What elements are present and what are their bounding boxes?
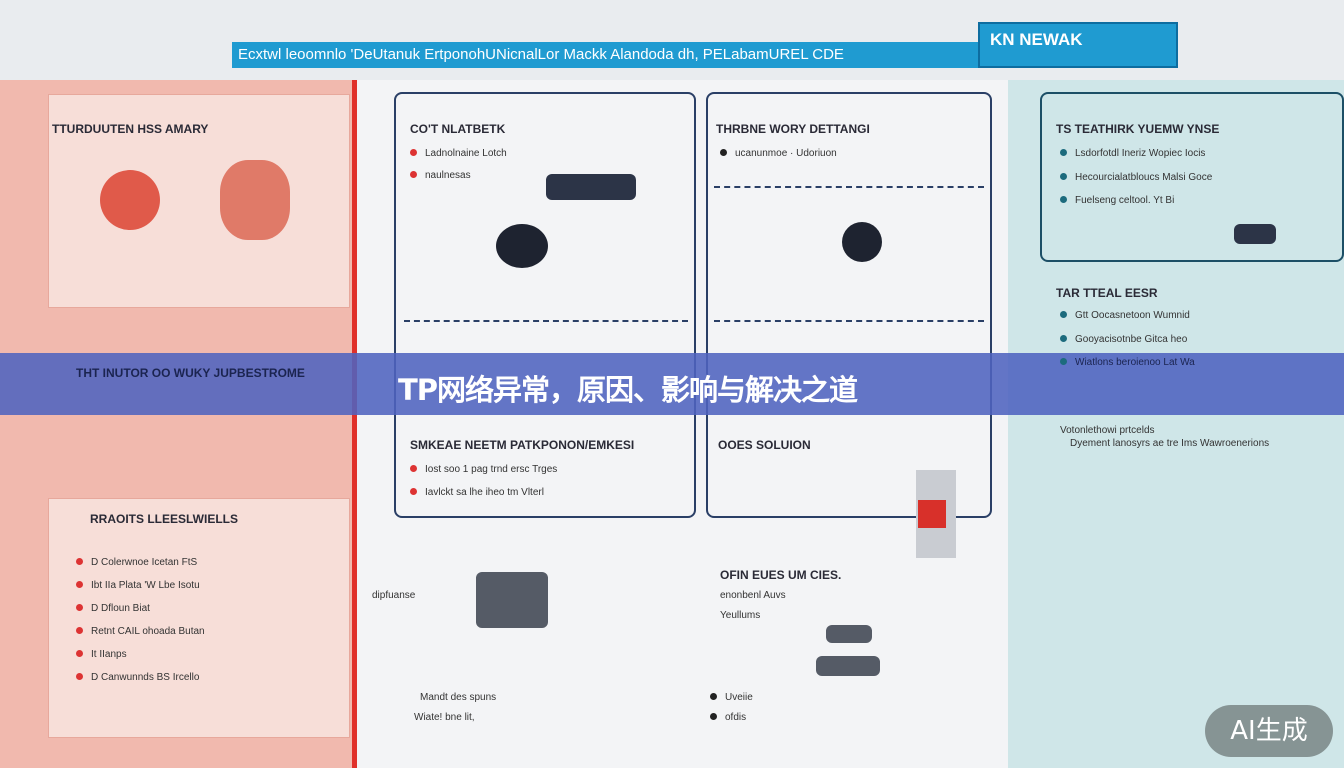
router-icon (496, 224, 548, 268)
figure-illustration (100, 170, 160, 230)
logo: KN NEWAK (978, 22, 1178, 68)
section-heading: OFIN EUES UM CIES. (720, 568, 842, 582)
list-item: Iavlckt sa lhe iheo tm Vlterl (425, 487, 544, 498)
ai-generated-badge: AI生成 (1205, 705, 1333, 757)
section-heading: TTURDUUTEN HSS AMARY (52, 122, 209, 136)
list-item: Gooyacisotnbe Gitca heo (1075, 334, 1188, 345)
list-item: D Canwunnds BS Ircello (91, 672, 200, 683)
list-item: Yeullums (720, 610, 761, 621)
device-icon (842, 222, 882, 262)
solutions-box (1040, 92, 1344, 262)
figure-illustration (220, 160, 290, 240)
list-item: Lsdorfotdl Ineriz Wopiec Iocis (1075, 148, 1206, 159)
list-item: dipfuanse (372, 590, 416, 601)
header-strip: Ecxtwl leoomnlo 'DeUtanuk ErtponohUNicna… (232, 42, 1012, 68)
list-item: D Dfloun Biat (91, 603, 150, 614)
alert-icon (918, 500, 946, 528)
list-item: It IIanps (91, 649, 127, 660)
section-heading: THT INUTOR OO WUKY JUPBESTROME (76, 366, 305, 380)
reasons-card (48, 498, 350, 738)
section-heading: SMKEAE NEETM PATKPONON/EMKESI (410, 438, 635, 452)
list-item: ofdis (725, 712, 747, 723)
left-divider (352, 80, 357, 768)
section-heading: TS TEATHIRK YUEMW YNSE (1056, 122, 1220, 136)
robot-icon (476, 572, 548, 628)
device-icon (1234, 224, 1276, 244)
divider (714, 320, 984, 322)
device-icon (826, 625, 872, 643)
list-item: Votonlethowi prtcelds (1060, 425, 1155, 436)
title-banner (0, 353, 1344, 415)
impact-box (706, 92, 992, 518)
device-icon (816, 656, 880, 676)
list-item: Ibt IIa Plata 'W Lbe Isotu (91, 580, 200, 591)
list-item: naulnesas (425, 170, 471, 181)
reasons-list: D Colerwnoe Icetan FtS Ibt IIa Plata 'W … (76, 557, 205, 695)
list-item: enonbenl Auvs (720, 590, 786, 601)
divider (404, 320, 688, 322)
section-heading: OOES SOLUION (718, 438, 811, 452)
right-panel (1008, 80, 1344, 768)
list-item: D Colerwnoe Icetan FtS (91, 557, 198, 568)
list-item: Gtt Oocasnetoon Wumnid (1075, 310, 1190, 321)
section-heading: TAR TTEAL EESR (1056, 286, 1158, 300)
list-item: Mandt des spuns (420, 692, 497, 703)
page-title: TP网络异常，原因、影响与解决之道 (398, 373, 858, 407)
divider (714, 186, 984, 188)
list-item: Retnt CAIL ohoada Butan (91, 626, 205, 637)
summary-card (48, 94, 350, 308)
cable-icon (546, 174, 636, 200)
list-item: ucanunmoe · Udoriuon (735, 148, 837, 159)
list-item: Hecourcialatbloucs Malsi Goce (1075, 172, 1213, 183)
list-item: Fuelseng celtool. Yt Bi (1075, 195, 1175, 206)
list-item: Iost soo 1 pag trnd ersc Trges (425, 464, 558, 475)
section-heading: Dyement lanosyrs ae tre Ims Wawroenerion… (1070, 438, 1270, 449)
list-item: Ladnolnaine Lotch (425, 148, 507, 159)
section-heading: RRAOITS LLEESLWIELLS (90, 512, 239, 526)
section-heading: THRBNE WORY DETTANGI (716, 122, 870, 136)
middle-panel (357, 80, 1008, 768)
section-heading: CO'T NLATBETK (410, 122, 506, 136)
list-item: Uveiie (725, 692, 753, 703)
causes-box (394, 92, 696, 518)
list-item: Wiatlons beroienoo Lat Wa (1075, 357, 1195, 368)
list-item: Wiate! bne lit, (414, 712, 475, 723)
